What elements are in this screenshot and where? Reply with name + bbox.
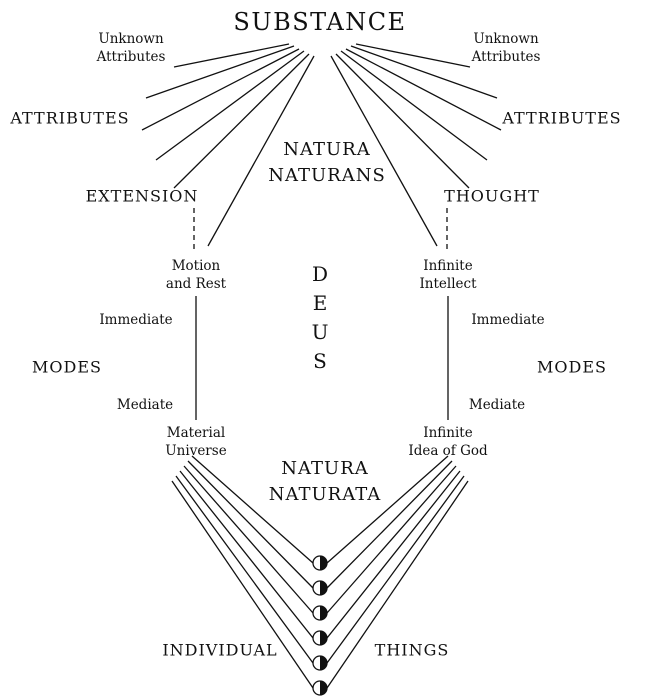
immediate-left-label: Immediate [99, 312, 173, 328]
deus-label: D E U S [311, 262, 329, 373]
individual-thing-nodes [312, 555, 328, 696]
extension-label: EXTENSION [85, 186, 199, 206]
individual-things-fan-left [171, 455, 314, 689]
thought-label: THOUGHT [444, 186, 540, 206]
attributes-right-label: ATTRIBUTES [502, 108, 622, 128]
attributes-left-label: ATTRIBUTES [10, 108, 130, 128]
infinite-intellect-label: Infinite Intellect [419, 258, 477, 292]
material-universe-label: Material Universe [165, 425, 227, 459]
mediate-left-label: Mediate [116, 397, 174, 413]
unknown-attributes-right-label: Unknown Attributes [471, 31, 541, 65]
modes-left-label: MODES [32, 357, 102, 377]
natura-naturata-label: NATURA NATURATA [268, 458, 382, 505]
individual-label: INDIVIDUAL [162, 640, 278, 660]
motion-and-rest-label: Motion and Rest [165, 258, 227, 292]
infinite-idea-of-god-label: Infinite Idea of God [408, 425, 488, 459]
attribute-fan-left [141, 43, 315, 247]
unknown-attributes-left-label: Unknown Attributes [96, 31, 166, 65]
attribute-fan-right [330, 43, 502, 247]
individual-things-fan-right [326, 455, 469, 689]
natura-naturans-label: NATURA NATURANS [268, 139, 386, 186]
mediate-right-label: Mediate [468, 397, 526, 413]
modes-right-label: MODES [537, 357, 607, 377]
things-label: THINGS [374, 640, 450, 660]
substance-label: SUBSTANCE [233, 8, 407, 36]
immediate-right-label: Immediate [471, 312, 545, 328]
